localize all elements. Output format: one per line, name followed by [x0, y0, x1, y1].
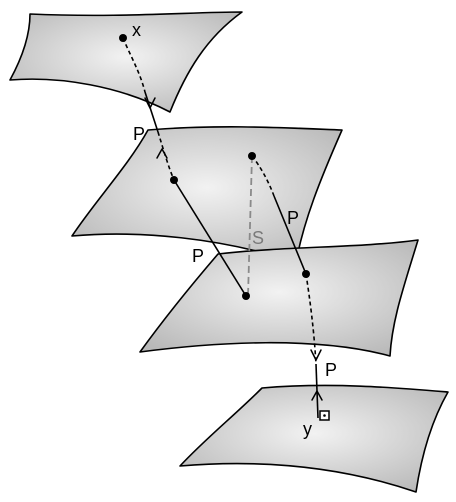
- label-p-bottom: P: [325, 360, 337, 380]
- path-x-solid: [144, 91, 159, 133]
- path-right-arrow-down: [310, 349, 322, 361]
- point-sheet2-right: [248, 152, 256, 160]
- sheet-1: [9, 11, 243, 113]
- path-x-dashed: [122, 37, 146, 93]
- s-gray-dashed: [247, 155, 253, 297]
- path-y-arrow-up: [311, 390, 323, 401]
- label-s: S: [252, 228, 264, 248]
- label-y: y: [303, 419, 312, 439]
- point-x: [119, 34, 127, 42]
- sheet-4: [179, 384, 449, 493]
- label-x: x: [132, 20, 141, 40]
- label-p-top: P: [133, 124, 145, 144]
- point-sheet2-left: [170, 176, 178, 184]
- path-sheet2-to-sheet3: [173, 179, 247, 297]
- path-x-arrow-down: [144, 97, 156, 109]
- path-right-dashed-bottom: [305, 273, 317, 365]
- label-p-left: P: [192, 246, 204, 266]
- point-y-center: [323, 414, 326, 417]
- sheet-2: [71, 126, 343, 263]
- point-sheet3-right: [302, 270, 310, 278]
- sheet-3: [139, 239, 419, 357]
- point-sheet3-left: [242, 292, 250, 300]
- label-p-right: P: [287, 208, 299, 228]
- path-right-solid: [273, 195, 307, 275]
